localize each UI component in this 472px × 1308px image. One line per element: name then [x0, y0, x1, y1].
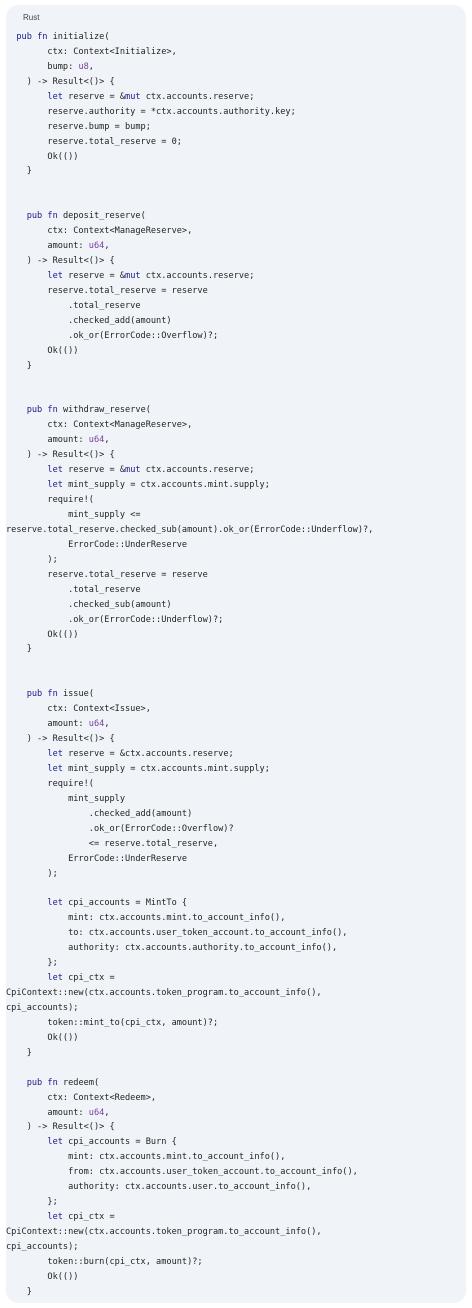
code-line: bump: u8,	[6, 61, 94, 72]
code-line: ​	[6, 672, 466, 687]
code-line: ) -> Result<()> {	[6, 450, 115, 461]
code-line: );	[6, 868, 58, 879]
code-line: ctx: Context<Redeem>,	[6, 1092, 157, 1103]
code-line: cpi_accounts);	[6, 1002, 79, 1013]
code-line: let mint_supply = ctx.accounts.mint.supp…	[47, 480, 270, 491]
code-line: token::burn(cpi_ctx, amount)?;	[6, 1256, 203, 1267]
code-line: ​	[6, 881, 466, 896]
code-line: mint_supply <=	[6, 510, 141, 520]
code-line: mint: ctx.accounts.mint.to_account_info(…	[6, 913, 286, 924]
code-line: .total_reserve	[6, 584, 141, 595]
code-line: pub fn deposit_reserve(	[26, 211, 146, 222]
code-line: .checked_add(amount)	[6, 315, 172, 326]
code-line: let cpi_ctx =	[47, 973, 115, 984]
code-line: }	[6, 1286, 32, 1297]
code-line: CpiContext::new(ctx.accounts.token_progr…	[6, 988, 322, 998]
code-line: ctx: Context<Issue>,	[6, 704, 151, 715]
code-line: reserve.total_reserve.checked_sub(amount…	[6, 524, 374, 535]
code-line: Ok(())	[6, 1271, 79, 1282]
code-line: cpi_accounts);	[6, 1241, 79, 1252]
code-line: }	[6, 166, 32, 177]
code-line: amount: u64,	[6, 719, 110, 730]
code-line: ErrorCode::UnderReserve	[6, 539, 188, 550]
code-line: }	[6, 360, 32, 371]
code-line: from: ctx.accounts.user_token_account.to…	[6, 1167, 358, 1178]
code-line: Ok(())	[6, 629, 79, 640]
code-line: ​	[6, 194, 466, 209]
code-line: ​	[6, 374, 466, 389]
code-line: authority: ctx.accounts.user.to_account_…	[6, 1182, 312, 1193]
code-line: pub fn withdraw_reserve(	[26, 405, 151, 416]
code-line: let cpi_ctx =	[47, 1212, 115, 1223]
code-line: let mint_supply = ctx.accounts.mint.supp…	[47, 763, 270, 774]
code-line: ) -> Result<()> {	[6, 76, 115, 87]
code-block: Rust pub fn initialize( ctx: Context<Ini…	[6, 5, 466, 1303]
code-line: mint: ctx.accounts.mint.to_account_info(…	[6, 1152, 286, 1163]
code-content[interactable]: pub fn initialize( ctx: Context<Initiali…	[6, 30, 466, 1300]
code-line: .total_reserve	[6, 300, 141, 311]
code-line: ctx: Context<ManageReserve>,	[6, 420, 193, 431]
code-line: reserve.total_reserve = reserve	[6, 569, 208, 580]
code-line: to: ctx.accounts.user_token_account.to_a…	[6, 928, 348, 939]
code-line: ​	[6, 179, 466, 194]
code-line: let reserve = &ctx.accounts.reserve;	[47, 749, 234, 759]
code-line: ctx: Context<ManageReserve>,	[6, 226, 193, 237]
code-line: }	[6, 644, 32, 655]
code-line: ​	[6, 657, 466, 672]
code-line: ) -> Result<()> {	[6, 734, 115, 745]
code-language-label: Rust	[23, 13, 40, 22]
code-line: ErrorCode::UnderReserve	[6, 853, 188, 864]
code-line: ​	[6, 1061, 466, 1076]
code-line: authority: ctx.accounts.authority.to_acc…	[6, 943, 338, 954]
code-line: mint_supply	[6, 793, 125, 804]
code-line: ) -> Result<()> {	[6, 1122, 115, 1133]
code-line: .ok_or(ErrorCode::Overflow)?;	[6, 330, 219, 341]
code-line: reserve.authority = *ctx.accounts.author…	[6, 106, 296, 117]
code-line: .checked_sub(amount)	[6, 599, 172, 610]
code-line: amount: u64,	[6, 1107, 110, 1118]
code-line: Ok(())	[6, 151, 79, 162]
code-line: ) -> Result<()> {	[6, 256, 115, 267]
code-line: require!(	[6, 778, 94, 789]
code-line: token::mint_to(cpi_ctx, amount)?;	[6, 1017, 219, 1028]
code-line: reserve.total_reserve = 0;	[6, 136, 182, 147]
code-line: Ok(())	[6, 1032, 79, 1043]
code-line: reserve.bump = bump;	[6, 121, 151, 132]
code-line: <= reserve.total_reserve,	[6, 838, 219, 849]
code-line: .checked_add(amount)	[6, 808, 193, 819]
code-line: .ok_or(ErrorCode::Underflow)?;	[6, 614, 224, 625]
code-line: let cpi_accounts = Burn {	[47, 1137, 177, 1148]
code-line: CpiContext::new(ctx.accounts.token_progr…	[6, 1227, 322, 1237]
code-line: pub fn initialize(	[16, 32, 110, 42]
code-line: );	[6, 554, 58, 565]
code-line: }	[6, 1047, 32, 1058]
code-line: let cpi_accounts = MintTo {	[47, 898, 188, 909]
code-line: .ok_or(ErrorCode::Overflow)?	[6, 823, 234, 834]
code-line: ​	[6, 389, 466, 404]
code-line: let reserve = &mut ctx.accounts.reserve;	[47, 91, 255, 102]
code-line: Ok(())	[6, 345, 79, 356]
code-line: };	[6, 1197, 58, 1208]
code-line: reserve.total_reserve = reserve	[6, 285, 208, 296]
code-line: let reserve = &mut ctx.accounts.reserve;	[47, 271, 255, 281]
code-line: let reserve = &mut ctx.accounts.reserve;	[47, 465, 255, 476]
code-line: amount: u64,	[6, 435, 110, 446]
code-line: ctx: Context<Initialize>,	[6, 46, 177, 57]
code-line: pub fn issue(	[26, 689, 94, 700]
code-line: };	[6, 958, 58, 969]
code-line: amount: u64,	[6, 241, 110, 252]
code-line: require!(	[6, 495, 94, 506]
code-line: pub fn redeem(	[26, 1077, 100, 1088]
